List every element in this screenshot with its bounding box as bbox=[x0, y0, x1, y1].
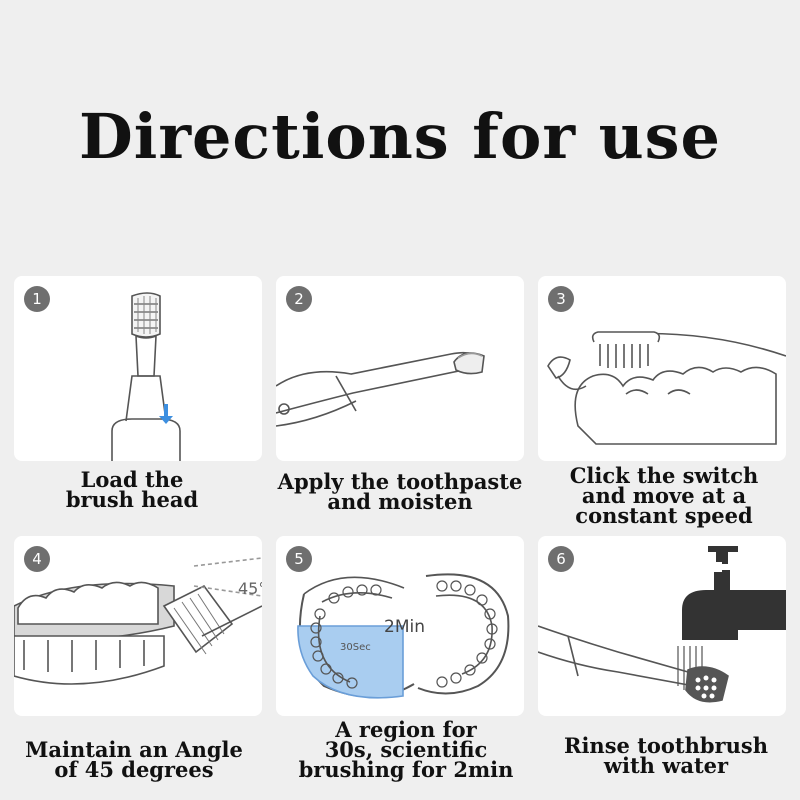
step-2-caption: Apply the toothpaste and moisten bbox=[277, 469, 523, 514]
step-4-caption: Maintain an Angle of 45 degrees bbox=[25, 737, 243, 782]
step-number-badge: 3 bbox=[548, 286, 574, 312]
step-6-card: 6 bbox=[538, 536, 786, 716]
brushing-angle-illustration: 45° bbox=[14, 557, 262, 685]
brush-head-illustration bbox=[111, 292, 181, 461]
step-3-card: 3 bbox=[538, 276, 786, 461]
step-3-caption: Click the switch and move at a constant … bbox=[569, 463, 759, 528]
step-6-caption: Rinse toothbrush with water bbox=[564, 733, 768, 778]
rinse-toothbrush-illustration bbox=[538, 546, 786, 703]
step-2-card: 2 bbox=[276, 276, 524, 461]
step-number-badge: 1 bbox=[24, 286, 50, 312]
angle-label: 45° bbox=[238, 579, 262, 598]
step-1-caption: Load the brush head bbox=[65, 467, 199, 512]
step-5-caption: A region for 30s, scientific brushing fo… bbox=[298, 717, 514, 782]
step-number-badge: 5 bbox=[286, 546, 312, 572]
step-4-card: 45° 4 bbox=[14, 536, 262, 716]
step-number-badge: 2 bbox=[286, 286, 312, 312]
step-number-badge: 4 bbox=[24, 546, 50, 572]
page-title: Directions for use bbox=[79, 100, 721, 173]
down-arrow-icon bbox=[159, 404, 173, 424]
step-1-card: 1 bbox=[14, 276, 262, 461]
region-main-label: 2Min bbox=[384, 617, 425, 637]
brushing-teeth-illustration bbox=[547, 331, 786, 445]
step-number-badge: 6 bbox=[548, 546, 574, 572]
region-sub-label: 30Sec bbox=[340, 642, 371, 653]
step-5-card: 2Min 30Sec 5 bbox=[276, 536, 524, 716]
faucet-icon bbox=[682, 550, 786, 640]
brushing-region-illustration: 2Min 30Sec bbox=[297, 573, 510, 699]
apply-toothpaste-illustration bbox=[276, 351, 485, 427]
